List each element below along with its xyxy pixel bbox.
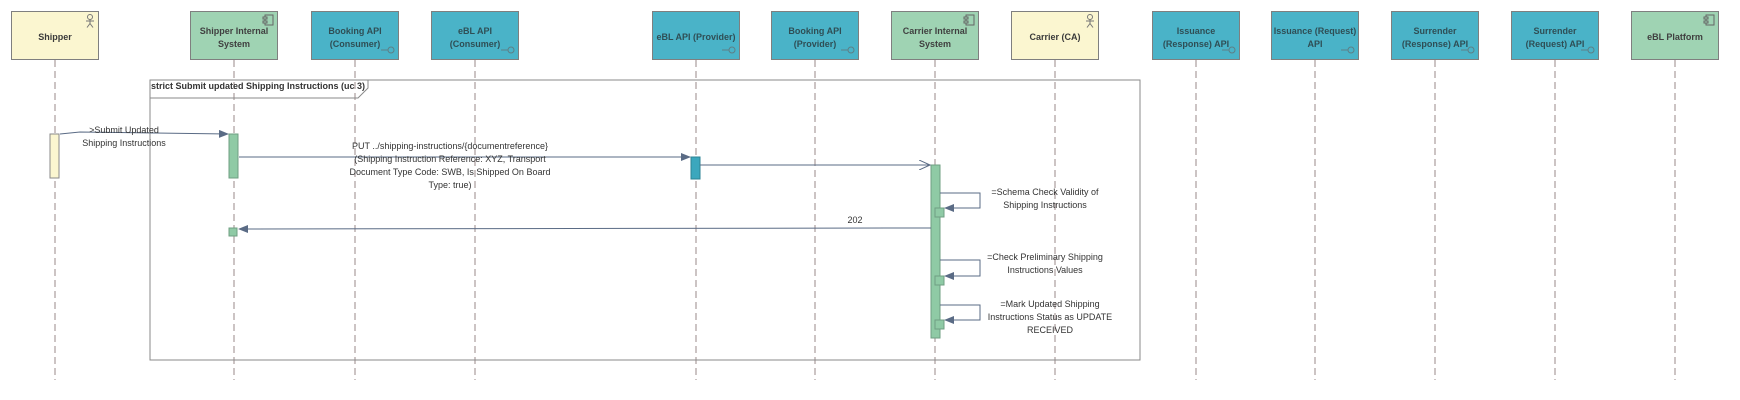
interface-icon [501,46,515,54]
lifeline-head-booking-consumer[interactable]: Booking API (Consumer) [311,11,399,60]
interface-icon [1581,46,1595,54]
interface-icon [1222,46,1236,54]
lifeline-head-ebl-consumer[interactable]: eBL API (Consumer) [431,11,519,60]
lifeline-label: Carrier (CA) [1029,32,1081,42]
lifeline-label: Shipper [38,32,72,42]
lifeline-label: Shipper Internal System [199,25,269,49]
lifeline-head-issuance-response[interactable]: Issuance (Response) API [1152,11,1240,60]
activation-shipper [49,133,60,179]
message-put-label: PUT ../shipping-instructions/{documentre… [349,141,551,190]
interface-icon [1461,46,1475,54]
lifeline-head-ebl-platform[interactable]: eBL Platform [1631,11,1719,60]
self-message-preliminary-label: =Check Preliminary Shipping Instructions… [987,252,1103,275]
lifeline-label: eBL API (Consumer) [449,25,501,49]
message-submit-label: >Submit Updated Shipping Instructions [82,125,166,148]
component-icon [262,14,274,26]
lifeline-head-shipper[interactable]: Shipper [11,11,99,60]
interface-icon [381,46,395,54]
lifeline-head-carrier[interactable]: Carrier (CA) [1011,11,1099,60]
message-response-arrow [238,224,932,233]
lifeline-label: eBL API (Provider) [656,32,736,42]
lifeline-label: Booking API (Consumer) [328,25,382,49]
activation-carrier-internal [930,164,941,339]
actor-icon [86,14,94,28]
self-message-mark [940,304,981,324]
lifeline-label: Issuance (Response) API [1162,25,1230,49]
message-response-label: 202 [847,215,863,225]
lifeline-head-booking-provider[interactable]: Booking API (Provider) [771,11,859,60]
frame-title-tab [149,79,369,99]
component-icon [963,14,975,26]
interface-icon [1341,46,1355,54]
activation-self-preliminary [934,275,945,286]
interaction-frame [149,79,1141,361]
self-message-mark-label: =Mark Updated Shipping Instructions Stat… [987,299,1113,335]
activation-self-schema [934,207,945,218]
lifeline-label: Surrender (Request) API [1525,25,1585,49]
self-message-preliminary [940,259,981,280]
frame-title: strict Submit updated Shipping Instructi… [151,81,366,91]
lifeline-label: eBL Platform [1647,32,1703,42]
actor-icon [1086,14,1094,28]
activation-shipper-internal [228,133,239,179]
activation-ebl-provider [690,156,701,180]
message-submit-arrow [59,129,229,138]
lifeline-head-ebl-provider[interactable]: eBL API (Provider) [652,11,740,60]
lifelines [54,60,1676,380]
lifeline-head-issuance-request[interactable]: Issuance (Request) API [1271,11,1359,60]
interface-icon [841,46,855,54]
self-message-schema [940,192,981,212]
lifeline-head-surrender-response[interactable]: Surrender (Response) API [1391,11,1479,60]
lifeline-head-shipper-internal[interactable]: Shipper Internal System [190,11,278,60]
component-icon [1703,14,1715,26]
lifeline-head-surrender-request[interactable]: Surrender (Request) API [1511,11,1599,60]
interface-icon [722,46,736,54]
lifeline-label: Surrender (Response) API [1401,25,1469,49]
lifeline-label: Booking API (Provider) [788,25,842,49]
lifeline-label: Issuance (Request) API [1273,25,1357,49]
lifeline-label: Carrier Internal System [902,25,968,49]
activation-self-mark [934,319,945,330]
lifeline-head-carrier-internal[interactable]: Carrier Internal System [891,11,979,60]
activation-shipper-internal-return [228,227,238,237]
self-message-schema-label: =Schema Check Validity of Shipping Instr… [991,187,1099,210]
